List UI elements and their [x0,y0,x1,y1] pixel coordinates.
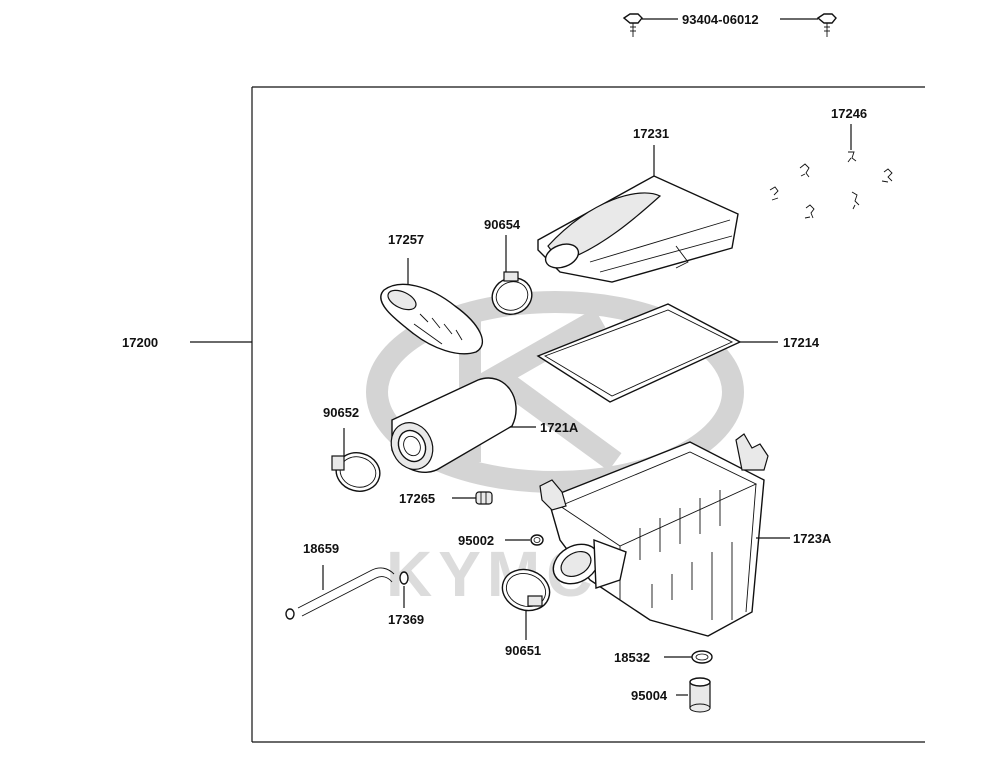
label-cover: 17231 [633,126,669,141]
o-ring [691,650,713,664]
label-duct: 17257 [388,232,424,247]
assembly-frame [251,86,925,743]
label-element: 1721A [540,420,579,435]
gasket [536,303,742,403]
small-clamp [530,534,544,546]
label-hose-clip: 17369 [388,612,424,627]
breather-hose [285,567,395,620]
label-clip: 17246 [831,106,867,121]
label-gasket: 17214 [783,335,820,350]
label-oring: 18532 [614,650,650,665]
label-plug: 17265 [399,491,435,506]
bolt-left [622,13,643,37]
bolt-right [816,13,837,37]
plug [475,491,493,505]
clamp-left [331,452,381,492]
hose-clip [399,571,409,585]
label-assembly: 17200 [122,335,158,350]
clamp-lower [501,568,551,612]
filter-cover [537,175,739,283]
label-hose: 18659 [303,541,339,556]
intake-duct [380,283,484,355]
label-bolt: 93404-06012 [682,12,759,27]
label-small-clamp: 95002 [458,533,494,548]
clip-group [769,151,893,219]
label-clamp-lower: 90651 [505,643,541,658]
filter-case [539,433,769,637]
label-clamp-upper: 90654 [484,217,521,232]
label-drain: 95004 [631,688,668,703]
label-clamp-left: 90652 [323,405,359,420]
filter-element [390,377,517,473]
label-case: 1723A [793,531,832,546]
drain-plug [689,677,711,713]
clamp-upper [491,271,533,315]
